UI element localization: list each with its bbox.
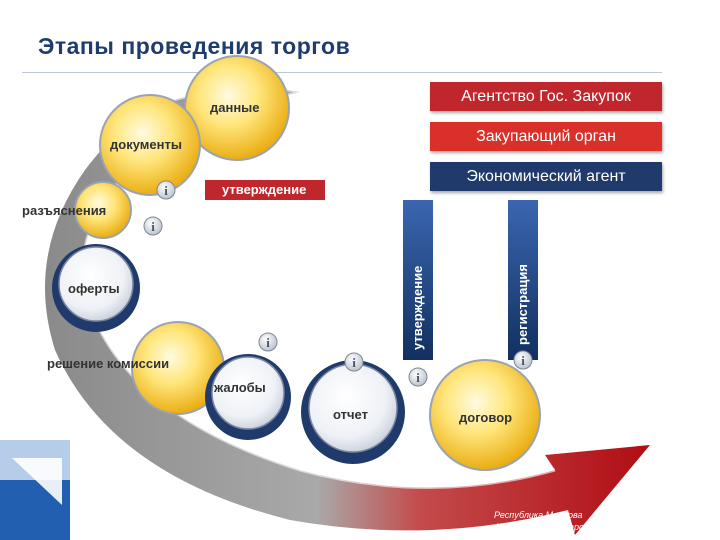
stage-label-zhaloby: жалобы [214,380,266,395]
svg-text:i: i [521,353,525,368]
svg-text:i: i [416,370,420,385]
vertical-bar-utverzhdenie [403,200,433,360]
bar-utverzhdenie [205,180,325,200]
info-icon: i [408,367,428,387]
vertical-bar-registratsiya [508,200,538,360]
svg-text:i: i [266,335,270,350]
info-icon: i [143,216,163,236]
page-title: Этапы проведения торгов [38,33,351,59]
svg-text:i: i [151,219,155,234]
circle-oferty [52,244,140,332]
stage-label-dokumenty: документы [110,137,182,152]
stage-label-otchet: отчет [333,407,368,422]
footer-credit: Республика Молдова Агентство Государстве… [494,509,658,533]
circle-dokumenty [99,94,201,196]
stage-label-utverzhdenie: утверждение [222,182,307,197]
legend-buyer: Закупающий орган [430,122,662,151]
circle-otchet [301,360,405,464]
info-icon: i [156,180,176,200]
stage-label-dogovor: договор [459,410,513,425]
stage-label-reshenie: решение комиссии [47,356,170,371]
title-bar: Этапы проведения торгов [0,0,720,80]
circle-razyasneniya [74,181,132,239]
legend-agency: Агентство Гос. Закупок [430,82,662,111]
legend-economic: Экономический агент [430,162,662,191]
info-icon: i [513,350,533,370]
stage-label-oferty: оферты [68,281,120,296]
stage-label-utverzhdenie-vertical: утверждение [410,265,425,350]
circle-dogovor [429,359,541,471]
stage-label-registratsiya: регистрация [515,264,530,345]
circle-zhaloby [205,354,291,440]
title-divider [22,72,662,73]
info-icon: i [344,352,364,372]
svg-text:i: i [164,183,168,198]
footer-line-1: Республика Молдова [494,510,583,520]
svg-text:i: i [352,355,356,370]
stage-label-dannye: данные [210,100,260,115]
info-icon: i [258,332,278,352]
process-swoosh [45,87,650,535]
stage-label-razyasneniya: разъяснения [22,203,107,218]
footer-line-2: Агентство Государственных Закупок [494,522,658,532]
